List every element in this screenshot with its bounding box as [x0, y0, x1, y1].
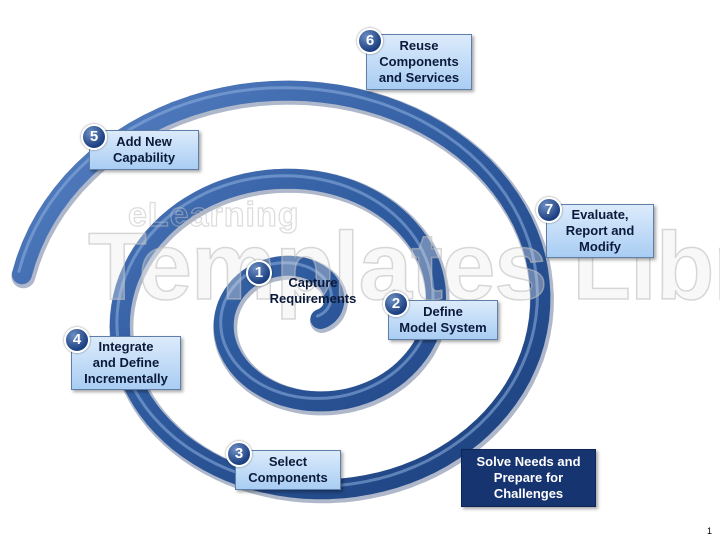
step-2-badge: 2	[383, 291, 409, 317]
step-3-box: Select Components	[235, 450, 341, 490]
step-7-box: Evaluate, Report and Modify	[546, 204, 654, 258]
step-1-box: Capture Requirements	[266, 268, 360, 314]
final-step-box: Solve Needs and Prepare for Challenges	[461, 449, 596, 507]
step-4-badge: 4	[64, 327, 90, 353]
step-5-box: Add New Capability	[89, 130, 199, 170]
slide-number: 1	[706, 526, 712, 536]
step-4-box: Integrate and Define Incrementally	[71, 336, 181, 390]
step-6-box: Reuse Components and Services	[366, 34, 472, 90]
step-2-label: Define Model System	[399, 304, 487, 335]
final-step-label: Solve Needs and Prepare for Challenges	[476, 454, 581, 501]
step-6-label: Reuse Components and Services	[378, 38, 460, 85]
step-7-badge: 7	[536, 197, 562, 223]
step-5-badge: 5	[81, 124, 107, 150]
step-1-label: Capture Requirements	[269, 275, 357, 306]
step-1-badge: 1	[246, 260, 272, 286]
step-5-label: Add New Capability	[112, 134, 176, 165]
step-6-badge: 6	[357, 28, 383, 54]
step-7-label: Evaluate, Report and Modify	[565, 207, 635, 254]
step-3-label: Select Components	[248, 454, 328, 485]
step-4-label: Integrate and Define Incrementally	[84, 339, 168, 386]
step-3-badge: 3	[226, 441, 252, 467]
